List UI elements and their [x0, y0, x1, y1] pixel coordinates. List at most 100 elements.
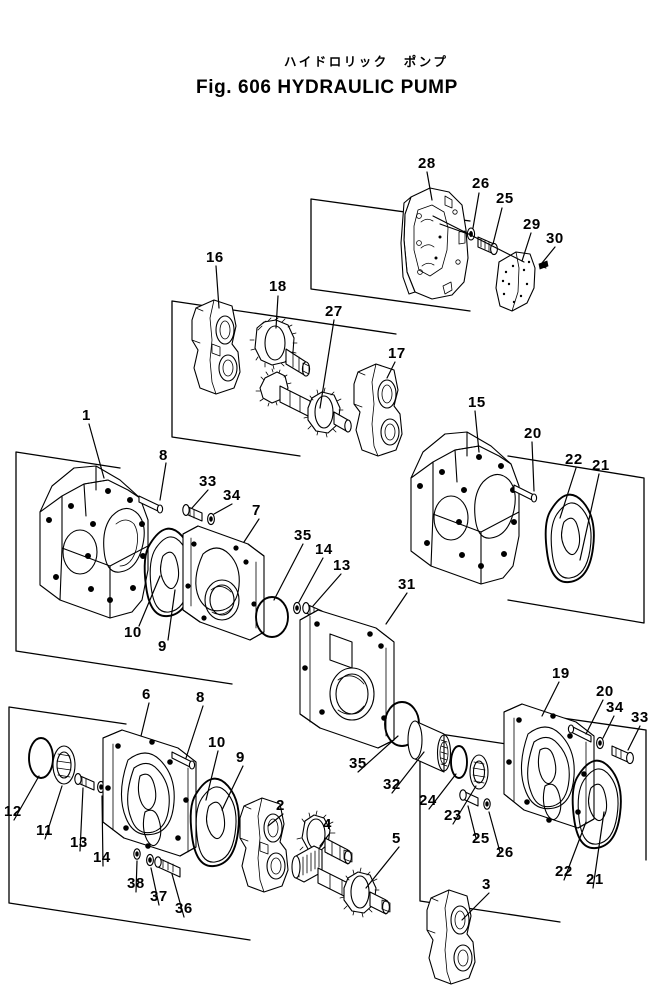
callout-10: 10: [124, 624, 142, 641]
callout-30: 30: [546, 230, 564, 247]
callout-6: 6: [142, 686, 151, 703]
callout-28: 28: [418, 155, 436, 172]
part-13b-bolt: [74, 773, 95, 791]
assembly-upper-gear-group: [191, 299, 403, 457]
callout-36: 36: [175, 900, 193, 917]
callout-11: 11: [36, 822, 53, 839]
callout-5: 5: [392, 830, 401, 847]
part-34b-washer: [596, 736, 604, 750]
part-38-washer: [133, 848, 141, 860]
part-11-bearing: [52, 745, 76, 785]
part-30-pin: [538, 260, 549, 270]
callout-34: 34: [223, 487, 241, 504]
part-18-gear-shaft: [249, 317, 311, 377]
callout-35: 35: [294, 527, 312, 544]
assembly-main-housing-group: [39, 465, 194, 619]
part-17-bushing-pair: [353, 363, 403, 457]
gear-teeth-18: [249, 317, 298, 370]
part-25b-bolt: [459, 789, 479, 807]
callout-13b: 13: [333, 557, 351, 574]
part-27-drive-gear-shaft: [255, 368, 352, 438]
callout-13: 13: [70, 834, 88, 851]
callout-22b: 22: [555, 863, 573, 880]
part-20b-dowel-pin: [567, 724, 592, 743]
rod-line-26: [439, 223, 469, 235]
callout-2: 2: [276, 797, 285, 814]
callout-33b: 33: [631, 709, 649, 726]
callout-23: 23: [444, 807, 462, 824]
leader-lines: [13, 171, 641, 921]
callout-18: 18: [269, 278, 287, 295]
part-3-bushing-pair: [426, 889, 476, 985]
part-16-bushing-pair: [191, 299, 241, 395]
callout-31: 31: [398, 576, 416, 593]
title-japanese: ハイドロリック ポンプ: [284, 54, 448, 69]
callout-26b: 26: [496, 844, 514, 861]
part-12-oil-seal: [28, 737, 54, 779]
callout-4: 4: [323, 816, 332, 833]
part-8-dowel-pin: [138, 495, 164, 514]
part-32-sleeve: [407, 720, 452, 773]
part-33b-bolt: [611, 745, 634, 765]
callout-10b: 10: [208, 734, 226, 751]
part-36-bolt: [154, 856, 181, 878]
callout-25b: 25: [472, 830, 490, 847]
part-6-cover-plate: [102, 729, 197, 857]
panel-left: [15, 451, 233, 685]
part-28-end-cover: [400, 187, 469, 300]
callout-21b: 21: [586, 871, 604, 888]
assembly-rear-cover-group: [400, 187, 549, 312]
gear-teeth-5: [339, 867, 380, 918]
title-english-line: Fig. 606 HYDRAULIC PUMP: [196, 77, 458, 98]
part-20-dowel-pin: [513, 484, 538, 503]
callout-19: 19: [552, 665, 570, 682]
rod-line-28-to-29: [432, 215, 525, 263]
assembly-second-housing-group: [410, 431, 595, 585]
callout-25: 25: [496, 190, 514, 207]
splined-end-5: [291, 845, 323, 883]
callout-16: 16: [206, 249, 224, 266]
part-10b-9b-gasket: [189, 777, 240, 867]
callout-27: 27: [325, 303, 343, 320]
part-8b-dowel-pin: [171, 751, 196, 770]
callout-34b: 34: [606, 699, 624, 716]
part-22b-21b-gasket: [571, 759, 622, 849]
part-33-bolt: [182, 504, 203, 522]
panel-right: [507, 455, 645, 624]
callout-20b: 20: [596, 683, 614, 700]
callout-29: 29: [523, 216, 541, 233]
part-29-seal-plate: [495, 251, 536, 312]
callout-14b: 14: [315, 541, 333, 558]
part-1-pump-housing: [39, 465, 149, 619]
callout-20: 20: [524, 425, 542, 442]
part-14-washer: [293, 601, 301, 615]
callout-8: 8: [159, 447, 168, 464]
assembly-bottom-left-group: [28, 729, 240, 878]
assembly-center-body-group: [299, 609, 491, 810]
callout-7: 7: [252, 502, 261, 519]
callout-9: 9: [158, 638, 167, 655]
part-19-cover-plate: [503, 703, 595, 829]
callout-38: 38: [127, 875, 145, 892]
callout-9b: 9: [236, 749, 245, 766]
callout-3: 3: [482, 876, 491, 893]
part-31-center-housing: [299, 609, 395, 749]
gear-teeth-27b: [303, 387, 344, 438]
part-7-front-cover: [182, 525, 265, 641]
panel-bottom-left: [8, 706, 251, 941]
callout-32: 32: [383, 776, 401, 793]
callout-1: 1: [82, 407, 91, 424]
callout-numbers: 1 2 3 4 5 6 7 8 9 10 11 12 13 14 15 16 1…: [4, 155, 649, 917]
part-26b-washer: [483, 798, 491, 810]
callout-33: 33: [199, 473, 217, 490]
part-2-bushing-pair: [239, 797, 289, 893]
part-23-bearing: [469, 754, 489, 790]
part-15-pump-housing: [410, 431, 520, 585]
callout-14: 14: [93, 849, 111, 866]
callout-22: 22: [565, 451, 583, 468]
callout-12: 12: [4, 803, 22, 820]
part-35-o-ring: [255, 596, 289, 638]
callout-21: 21: [592, 457, 610, 474]
